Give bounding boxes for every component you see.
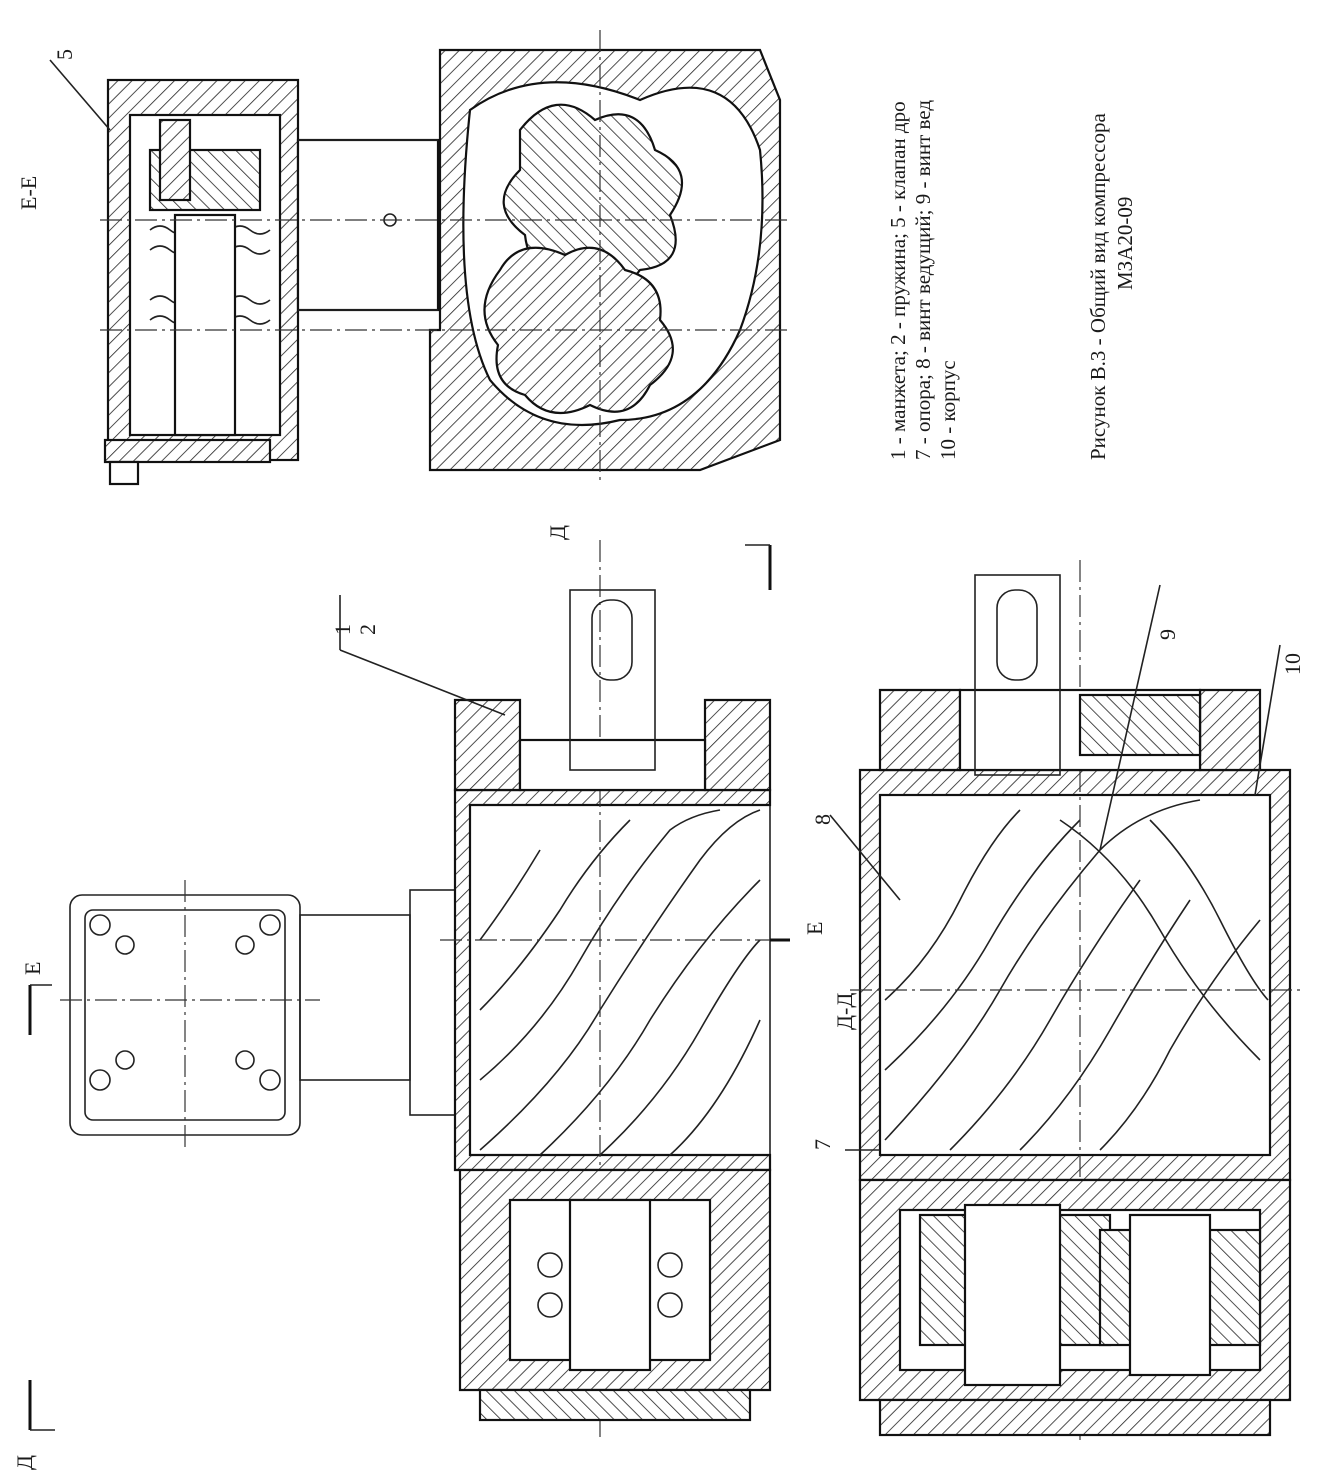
label-section-dd: Д-Д — [832, 993, 857, 1030]
rotor-male-section — [502, 103, 684, 292]
label-mark-d-right: Д — [545, 525, 570, 540]
label-part-8: 8 — [810, 814, 835, 825]
label-section-ee: Е-Е — [16, 176, 41, 210]
label-part-1: 1 — [330, 624, 355, 635]
label-mark-e-top: Е — [20, 962, 45, 975]
drive-shaft-dd — [974, 574, 1061, 776]
legend-line-2: 7 - опора; 8 - винт ведущий; 9 - винт ве… — [911, 100, 935, 460]
label-part-2: 2 — [355, 624, 380, 635]
compressor-body — [454, 789, 771, 1171]
legend-line-3: 10 - корпус — [936, 360, 960, 460]
label-part-10: 10 — [1280, 653, 1305, 675]
bearing-icon — [537, 1252, 683, 1318]
cover-bolt-icon — [89, 914, 281, 1091]
drive-shaft — [569, 589, 656, 771]
side-view — [60, 540, 790, 1440]
leader-lines — [49, 59, 1281, 1151]
caption-line-2: МЗА20-09 — [1113, 197, 1137, 290]
screw-helix-lines — [479, 809, 761, 1156]
screw-pair-helices — [884, 799, 1269, 1151]
caption-line-1: Рисунок В.3 - Общий вид компрессора — [1086, 113, 1110, 460]
label-part-9: 9 — [1155, 629, 1180, 640]
section-ee-view — [100, 30, 790, 486]
label-part-7: 7 — [810, 1139, 835, 1150]
label-mark-e-mid: Е — [802, 922, 827, 935]
rotor-female-section — [483, 246, 674, 415]
section-marks — [28, 544, 790, 1431]
label-part-5: 5 — [52, 49, 77, 60]
label-mark-d-left: Д — [12, 1455, 37, 1470]
section-dd-view — [850, 560, 1300, 1440]
legend-line-1: 1 - манжета; 2 - пружина; 5 - клапан дро — [886, 101, 910, 460]
